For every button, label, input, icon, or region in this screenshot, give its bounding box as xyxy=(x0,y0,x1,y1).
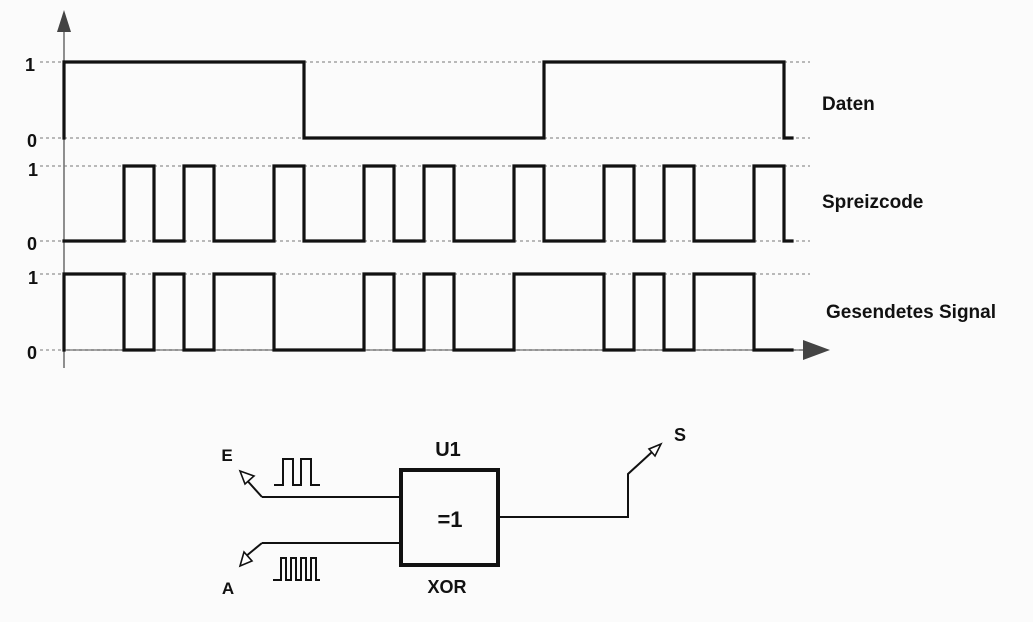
output-s-wire xyxy=(498,451,653,518)
waveform xyxy=(62,164,794,243)
high-level-label: 1 xyxy=(28,160,38,180)
signal-name: Daten xyxy=(822,94,875,115)
input-a: A xyxy=(222,542,401,598)
xor-circuit: U1 =1 XOR E A S xyxy=(221,425,686,598)
signal-gesendetes-signal: 1 0 Gesendetes Signal xyxy=(27,268,996,363)
signal-daten: 1 0 Daten xyxy=(25,55,875,151)
input-e-label: E xyxy=(221,446,232,465)
output-s-arrow-icon xyxy=(647,442,663,458)
signal-name: Gesendetes Signal xyxy=(826,302,996,323)
gate-function: =1 xyxy=(437,507,462,532)
signal-spreizcode: 1 0 Spreizcode xyxy=(27,160,923,254)
xor-gate-box xyxy=(399,468,500,567)
output-s-label: S xyxy=(674,425,686,445)
input-a-label: A xyxy=(222,579,234,598)
low-level-label: 0 xyxy=(27,343,37,363)
output-s: S xyxy=(498,425,686,518)
waveform xyxy=(62,60,794,140)
high-level-label: 1 xyxy=(28,268,38,288)
input-e-arrow-icon xyxy=(238,469,256,486)
gate-name: U1 xyxy=(435,439,461,461)
input-a-arrow-icon xyxy=(238,550,254,568)
x-axis-arrow-icon xyxy=(803,340,830,360)
waveform xyxy=(62,272,794,352)
input-e-pulse-icon xyxy=(274,458,320,486)
low-level-label: 0 xyxy=(27,131,37,151)
y-axis-arrow-icon xyxy=(57,10,71,32)
high-level-label: 1 xyxy=(25,55,35,75)
input-e: E xyxy=(221,446,401,498)
signal-name: Spreizcode xyxy=(822,192,923,213)
gate-type: XOR xyxy=(427,577,466,597)
low-level-label: 0 xyxy=(27,234,37,254)
input-a-pulse-icon xyxy=(273,557,320,581)
input-a-lead xyxy=(244,542,263,558)
